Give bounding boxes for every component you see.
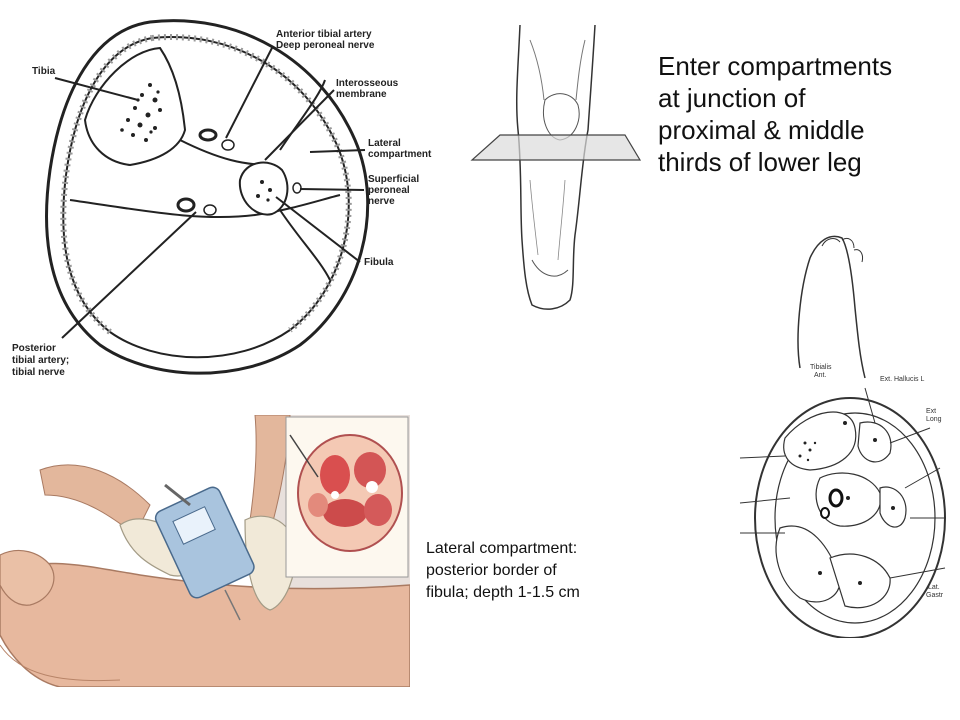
label-tibialis: Tibialis bbox=[810, 364, 832, 371]
leg-plane-illustration bbox=[460, 20, 650, 320]
foot-cross-section-diagram: Tibialis Ant. Ext. Hallucis L Ext Long L… bbox=[730, 228, 960, 638]
label-tibialis-ant: Ant. bbox=[814, 372, 827, 379]
foot-cross-section-drawing bbox=[739, 235, 946, 638]
injection-drawing bbox=[0, 415, 410, 687]
label-deep-peroneal-nerve: Deep peroneal nerve bbox=[276, 40, 375, 51]
label-fibula: Fibula bbox=[364, 257, 394, 268]
caption-text: Lateral compartment: posterior border of… bbox=[426, 538, 676, 604]
leg-cross-section-diagram: Tibia Anterior tibial artery Deep perone… bbox=[0, 0, 460, 390]
label-gastr: Gastr bbox=[926, 592, 944, 599]
label-lateral: Lateral bbox=[368, 138, 401, 149]
label-long: Long bbox=[926, 416, 942, 423]
injection-illustration bbox=[0, 415, 410, 687]
label-lat: Lat. bbox=[928, 584, 940, 591]
label-posterior: Posterior bbox=[12, 343, 56, 354]
headline-line-2: at junction of bbox=[658, 83, 806, 113]
headline-line-4: thirds of lower leg bbox=[658, 147, 862, 177]
label-interosseous: Interosseous bbox=[336, 78, 399, 89]
label-posterior-tibial-artery: tibial artery; bbox=[12, 355, 70, 366]
label-superficial: Superficial bbox=[368, 174, 420, 185]
label-anterior-tibial-artery: Anterior tibial artery bbox=[276, 29, 372, 40]
label-nerve: nerve bbox=[368, 196, 395, 207]
label-ext-hallucis: Ext. Hallucis L bbox=[880, 376, 925, 383]
caption-line-2: posterior border of bbox=[426, 562, 557, 579]
label-ext: Ext bbox=[926, 408, 937, 415]
headline-text: Enter compartments at junction of proxim… bbox=[658, 50, 958, 178]
label-membrane: membrane bbox=[336, 89, 387, 100]
caption-line-3: fibula; depth 1-1.5 cm bbox=[426, 584, 580, 601]
label-compartment: compartment bbox=[368, 149, 432, 160]
cross-section-drawing bbox=[45, 19, 370, 375]
label-tibial-nerve: tibial nerve bbox=[12, 367, 65, 378]
headline-line-3: proximal & middle bbox=[658, 115, 865, 145]
caption-line-1: Lateral compartment: bbox=[426, 540, 578, 557]
leg-with-plane-drawing bbox=[470, 24, 642, 310]
label-tibia: Tibia bbox=[32, 66, 56, 77]
label-peroneal: peroneal bbox=[368, 185, 410, 196]
headline-line-1: Enter compartments bbox=[658, 51, 893, 81]
